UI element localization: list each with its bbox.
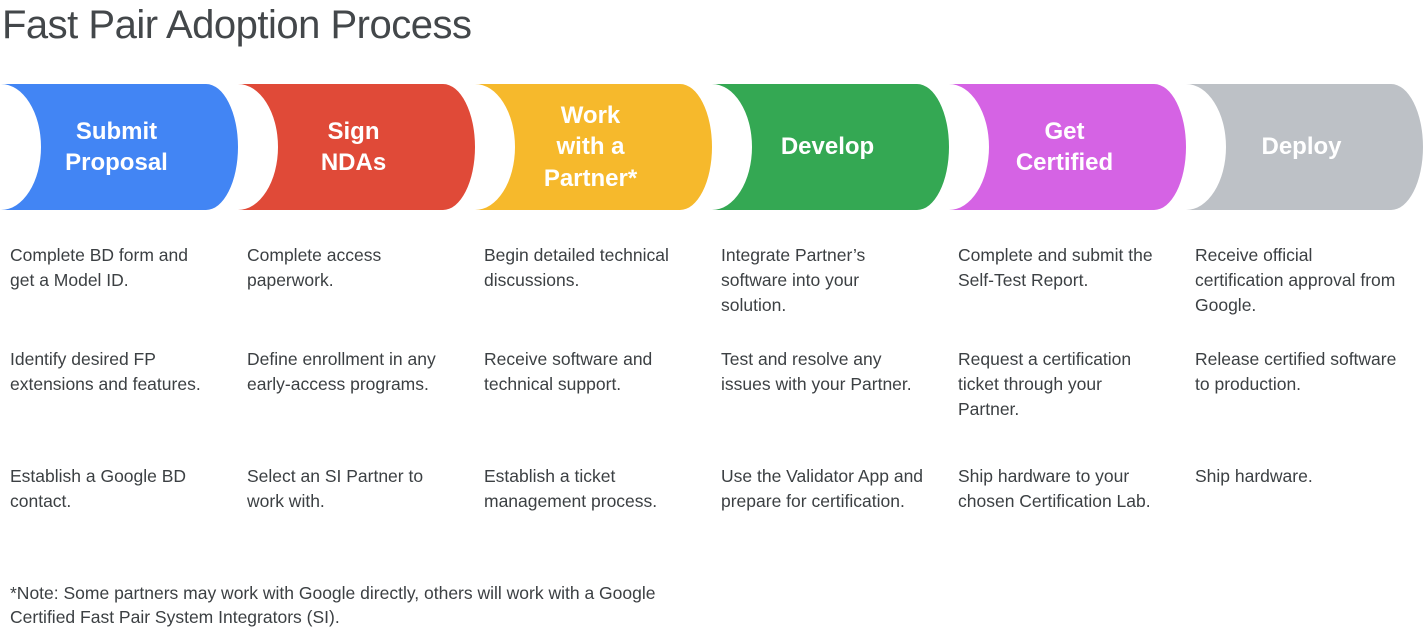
stage-label: Get Certified — [1015, 117, 1114, 176]
stage-work-with-partner: Work with a Partner* — [475, 84, 712, 210]
process-stage-row: Submit Proposal Sign NDAs Work with a Pa… — [1, 84, 1423, 210]
stage-submit-proposal: Submit Proposal — [1, 84, 238, 210]
stage-deploy: Deploy — [1186, 84, 1423, 210]
stage-item: Integrate Partner’s software into your s… — [721, 245, 866, 315]
stage-shape — [238, 84, 475, 210]
stage-item: Complete and submit the Self-Test Report… — [958, 245, 1153, 290]
stage-item: Test and resolve any issues with your Pa… — [721, 349, 912, 394]
stage-item: Complete access paperwork. — [247, 245, 382, 290]
stage-item: Receive software and technical support. — [484, 349, 653, 394]
stage-item: Select an SI Partner to work with. — [247, 466, 424, 511]
footnote: *Note: Some partners may work with Googl… — [10, 583, 656, 628]
stage-label: Develop — [780, 133, 875, 161]
stage-label: Work with a Partner* — [543, 102, 638, 192]
stage-item: Establish a Google BD contact. — [10, 466, 187, 511]
stage-shape — [475, 84, 712, 210]
stage-item: Define enrollment in any early-access pr… — [247, 349, 436, 394]
stage-item: Establish a ticket management process. — [484, 466, 658, 511]
stage-label: Deploy — [1261, 133, 1342, 161]
stage-shape — [712, 84, 949, 210]
stage-shape — [949, 84, 1186, 210]
page-title: Fast Pair Adoption Process — [2, 3, 472, 47]
stage-item: Identify desired FP extensions and featu… — [10, 349, 201, 394]
stage-shape — [1186, 84, 1423, 210]
stage-sign-ndas: Sign NDAs — [238, 84, 475, 210]
stage-item: Ship hardware to your chosen Certificati… — [958, 466, 1151, 511]
stage-item: Release certified software to production… — [1195, 349, 1397, 394]
stage-shape-svg — [712, 84, 949, 210]
stage-get-certified: Get Certified — [949, 84, 1186, 210]
stage-item: Receive official certification approval … — [1195, 245, 1396, 315]
stage-develop: Develop — [712, 84, 949, 210]
stage-item: Request a certification ticket through y… — [958, 349, 1132, 419]
stage-item: Ship hardware. — [1195, 466, 1313, 486]
stage-item: Use the Validator App and prepare for ce… — [721, 466, 924, 511]
stage-shape — [1, 84, 238, 210]
stage-item: Complete BD form and get a Model ID. — [10, 245, 188, 290]
stage-shape-svg — [238, 84, 475, 210]
stage-label: Submit Proposal — [65, 117, 168, 176]
stage-shape-svg — [1, 84, 238, 210]
stage-label: Sign NDAs — [320, 117, 387, 176]
stage-item: Begin detailed technical discussions. — [484, 245, 669, 290]
stage-shape-svg — [475, 84, 712, 210]
stage-shape-svg — [949, 84, 1186, 210]
stage-detail-grid: Complete BD form and get a Model ID. Com… — [10, 243, 1423, 514]
stage-shape-svg — [1186, 84, 1423, 210]
